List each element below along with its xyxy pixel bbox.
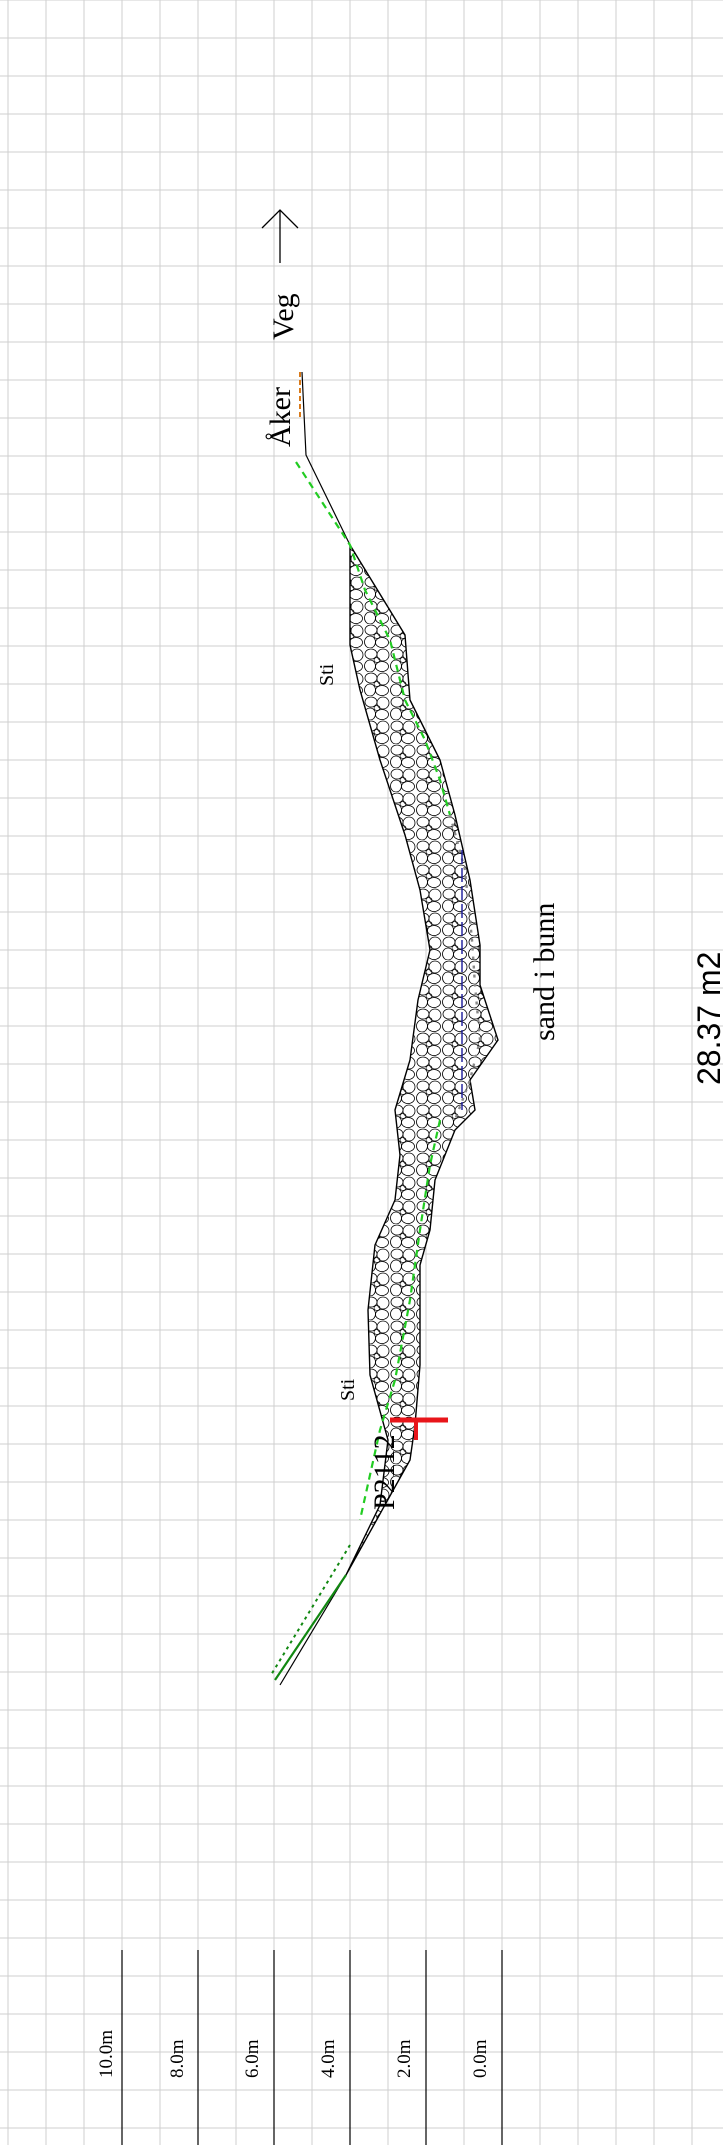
sti-upper-label: Sti [316,663,338,686]
area-label: 28.37 m2 [691,952,723,1085]
green-dashed-terrain-line-lower [358,1119,442,1521]
scale-label-8m: 8.0m [167,2039,188,2078]
scale-label-4m: 4.0m [318,2039,339,2078]
riprap-stone-fill [345,542,499,1576]
terrain-lines [270,371,351,1686]
scale-axis [121,1950,503,2145]
scale-label-0m: 0.0m [470,2039,491,2078]
red-marker [390,1417,448,1440]
arrow-right-icon [261,209,299,263]
sti-lower-label: Sti [337,1378,359,1401]
green-dashed-terrain-line [295,461,452,816]
station-label: P2112 [368,1434,401,1510]
scale-label-2m: 2.0m [394,2039,415,2078]
bottom-note-label: sand i bunn [528,903,561,1041]
scale-label-6m: 6.0m [242,2039,263,2078]
aker-label: Åker [264,387,297,447]
scale-label-10m: 10.0m [96,2030,117,2078]
veg-label: Veg [267,293,300,340]
scale-labels: 10.0m 8.0m 6.0m 4.0m 2.0m 0.0m [96,2030,491,2078]
gray-dashed-line [448,814,482,1121]
